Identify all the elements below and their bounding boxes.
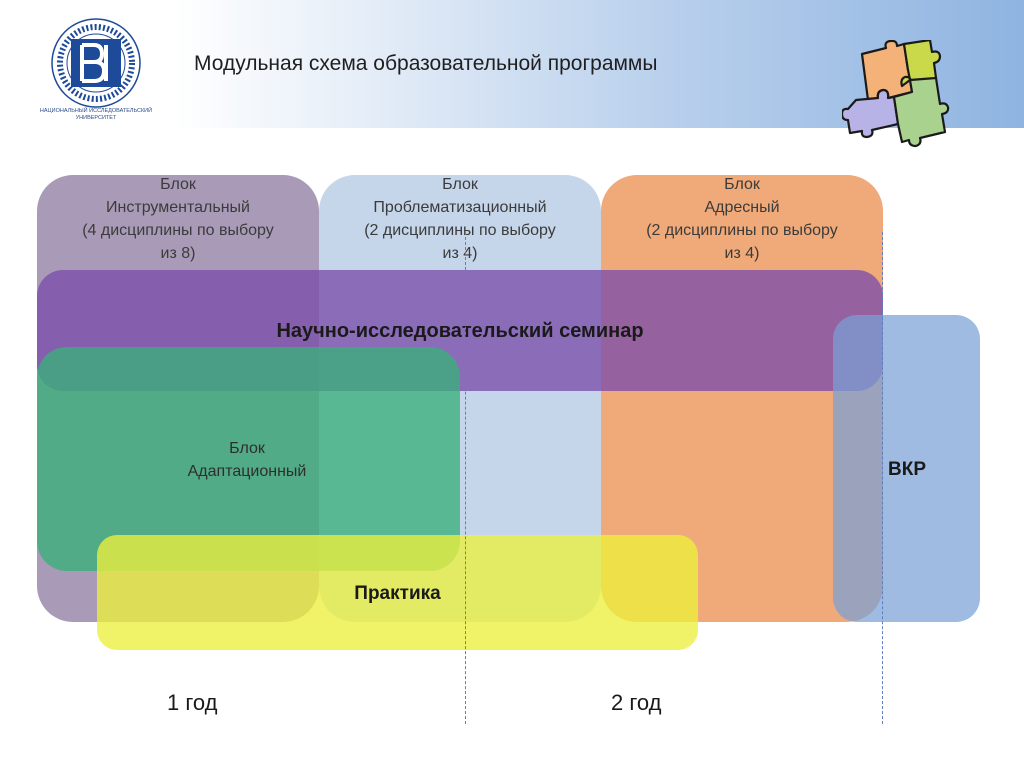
year-1-label: 1 год xyxy=(167,690,218,715)
block-address-line1: Блок xyxy=(724,176,760,193)
year-divider xyxy=(465,232,466,724)
program-end-divider xyxy=(882,232,883,724)
block-adaptation-line1: Блок xyxy=(229,440,265,457)
block-problem-line1: Блок xyxy=(442,176,478,193)
block-instrumental-line1: Блок xyxy=(160,176,196,193)
block-adaptation-line2: Адаптационный xyxy=(187,463,307,480)
page-title: Модульная схема образовательной программ… xyxy=(194,52,658,75)
puzzle-icon xyxy=(842,40,950,148)
block-address-line2: Адресный xyxy=(704,199,780,216)
block-problem-line3: (2 дисциплины по выбору xyxy=(364,222,556,239)
block-problem-label: Блок Проблематизационный (2 дисциплины п… xyxy=(319,173,601,265)
block-instrumental-line4: из 8) xyxy=(160,245,196,262)
block-instrumental-line3: (4 дисциплины по выбору xyxy=(82,222,274,239)
block-seminar-label: Научно-исследовательский семинар xyxy=(276,320,644,342)
block-practice xyxy=(97,535,698,650)
hse-logo-icon xyxy=(51,18,141,108)
block-address-label: Блок Адресный (2 дисциплины по выбору из… xyxy=(601,173,883,265)
block-instrumental-label: Блок Инструментальный (4 дисциплины по в… xyxy=(37,173,319,265)
block-address-line3: (2 дисциплины по выбору xyxy=(646,222,838,239)
year-2-label: 2 год xyxy=(611,690,662,715)
block-problem-line2: Проблематизационный xyxy=(373,199,547,216)
block-problem-line4: из 4) xyxy=(442,245,478,262)
block-vkr-label: ВКР xyxy=(888,459,926,480)
logo-caption: НАЦИОНАЛЬНЫЙ ИССЛЕДОВАТЕЛЬСКИЙ УНИВЕРСИТ… xyxy=(39,108,153,121)
block-practice-label: Практика xyxy=(354,583,441,604)
block-adaptation xyxy=(37,347,460,571)
block-vkr xyxy=(833,315,980,622)
block-address-line4: из 4) xyxy=(724,245,760,262)
block-instrumental-line2: Инструментальный xyxy=(106,199,250,216)
block-adaptation-label: Блок Адаптационный xyxy=(166,437,328,483)
